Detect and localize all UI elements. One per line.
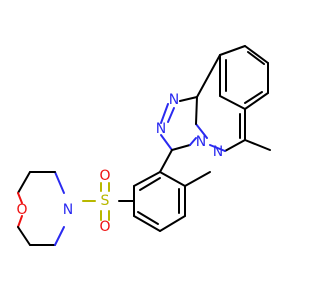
methyl-bond-tolyl (184, 171, 211, 187)
triazole-aryl-bond (159, 149, 173, 173)
molecule-structure-diagram: N N N N S O O N O (16, 45, 271, 246)
morpholine-ring (17, 171, 65, 246)
pyridazine-ring (195, 54, 246, 152)
atom-n-morpholine: N (63, 202, 73, 218)
atom-n-triazole-top: N (169, 92, 179, 108)
atom-n-triazole-left: N (156, 121, 166, 137)
methyl-bond-pyridazine (244, 139, 271, 151)
atom-n-bridge: N (196, 134, 206, 150)
triazole-ring (160, 96, 198, 151)
benzo-ring (219, 45, 269, 110)
tolyl-ring (133, 171, 186, 232)
atom-n-ring-right: N (213, 144, 223, 160)
atom-o-sulfonyl-bottom: O (99, 219, 110, 235)
atom-o-sulfonyl-top: O (99, 168, 110, 184)
atom-o-morpholine: O (16, 202, 27, 218)
atom-s-sulfonyl: S (101, 193, 110, 209)
sulfonyl-group (82, 182, 110, 221)
